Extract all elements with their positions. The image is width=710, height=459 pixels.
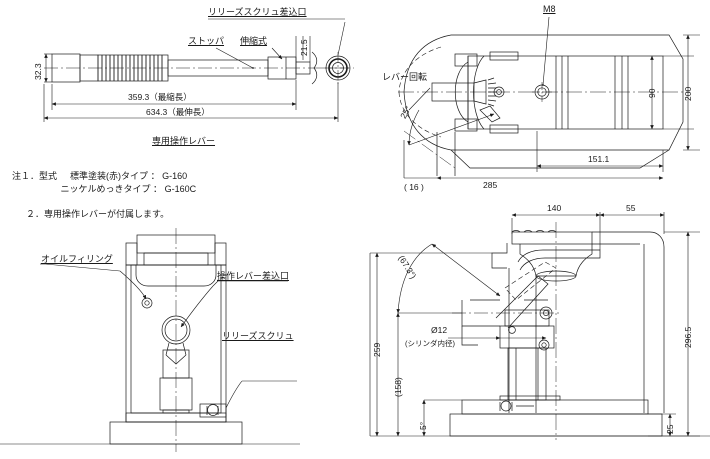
label-release-screw: リリーズスクリュ xyxy=(222,331,294,341)
dim-plan-height-total: 200 xyxy=(683,86,693,101)
dim-plan-height-inner: 90 xyxy=(647,88,657,98)
side-dimensions xyxy=(369,212,700,437)
note1-b-label: ニッケルめっきタイプ xyxy=(60,184,151,195)
view-lever xyxy=(44,51,354,85)
note1-b-sep: ： xyxy=(153,184,163,195)
view-side xyxy=(370,222,710,440)
notes-block: 注１．型式 標準塗装(赤)タイプ ： G-160 ニッケルめっきタイプ ： G-… xyxy=(12,170,196,196)
dim-side-claw-width: 55 xyxy=(626,203,636,213)
dim-lever-extended: 634.3（最伸長） xyxy=(146,107,210,117)
dim-side-claw-angle: 5° xyxy=(418,421,428,430)
view-plan xyxy=(398,34,690,176)
label-m8-bolt: M8 xyxy=(543,4,556,14)
label-stopper: ストッパ xyxy=(188,36,225,46)
note1-a-label: 標準塗装(赤)タイプ xyxy=(70,171,149,181)
note1-b-value: G-160C xyxy=(164,184,197,195)
plan-dimensions xyxy=(403,34,700,180)
dim-lever-grip-dia: 32.3 xyxy=(33,63,43,80)
label-telescopic: 伸縮式 xyxy=(240,36,268,46)
caption-lever-view: 専用操作レバー xyxy=(152,136,216,146)
view-front xyxy=(0,228,300,452)
note1-head: 注１．型式 xyxy=(12,171,58,181)
dim-lever-head-height: 21.5 xyxy=(299,39,309,56)
note1-a-sep: ： xyxy=(150,171,160,181)
dim-side-total-height: 296.5 xyxy=(683,326,693,348)
plan-leaders xyxy=(407,16,550,146)
lever-dimensions xyxy=(43,36,339,122)
label-lever-socket: 操作レバー差込口 xyxy=(217,271,290,281)
lever-leaders xyxy=(208,18,346,69)
dim-plan-width-total: 285 xyxy=(483,180,498,190)
dim-side-base-height: 25 xyxy=(665,424,675,434)
dim-side-cylinder-bore-note: (シリンダ内径) xyxy=(405,339,455,348)
front-leaders xyxy=(40,263,297,409)
note2: ２．専用操作レバーが付属します。 xyxy=(26,209,170,219)
dim-side-body-width: 140 xyxy=(547,203,562,213)
dim-lever-retracted: 359.3（最縮長） xyxy=(128,92,192,102)
dim-plan-width-inner: 151.1 xyxy=(588,154,610,164)
label-oil-filling: オイルフィリング xyxy=(41,254,113,264)
dim-side-cylinder-bore: Ø12 xyxy=(431,325,448,335)
label-release-screw-port: リリーズスクリュ差込口 xyxy=(208,7,307,17)
dim-plan-offset: ( 16 ) xyxy=(404,182,424,192)
label-lever-rotation: レバー回転 xyxy=(382,72,428,82)
dim-side-claw-height: 259 xyxy=(372,342,382,357)
note1-a-value: G-160 xyxy=(162,171,188,181)
dim-side-stroke: (158) xyxy=(393,377,403,397)
